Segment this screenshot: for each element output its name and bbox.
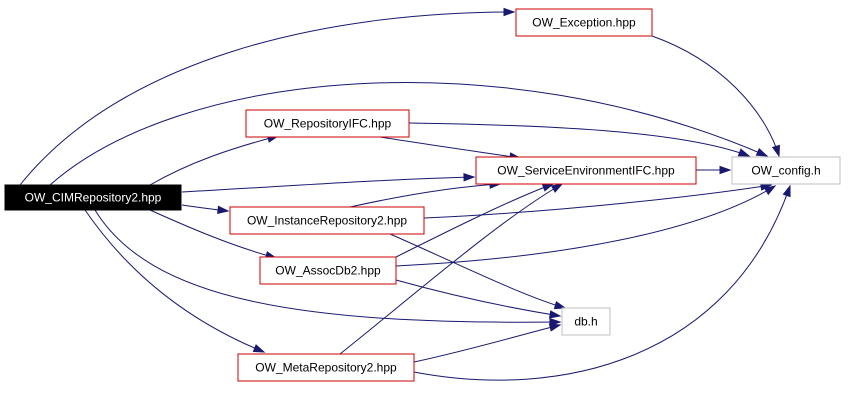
- node-label-serviceenv: OW_ServiceEnvironmentIFC.hpp: [497, 164, 675, 178]
- arrowhead-cimrepo-to-serviceenv: [463, 173, 476, 182]
- node-box-dbh: [561, 307, 611, 336]
- node-serviceenv[interactable]: OW_ServiceEnvironmentIFC.hpp: [475, 156, 697, 185]
- node-label-metarepo: OW_MetaRepository2.hpp: [255, 361, 397, 375]
- dependency-nodes: OW_CIMRepository2.hpp OW_Exception.hppOW_…: [4, 8, 841, 382]
- edge-cimrepo-to-serviceenv: [181, 176, 475, 193]
- dependency-edges: [19, 7, 791, 381]
- arrowhead-assocdb-to-config: [763, 185, 777, 196]
- arrowhead-exception-to-config: [771, 144, 780, 158]
- arrowhead-cimrepo-to-metarepo: [252, 344, 266, 353]
- node-box-instrepo: [229, 206, 425, 235]
- node-label-instrepo: OW_InstanceRepository2.hpp: [247, 214, 407, 228]
- edge-instrepo-to-dbh: [389, 233, 566, 309]
- node-dbh: db.h: [561, 307, 611, 336]
- edge-cimrepo-to-assocdb: [149, 209, 277, 259]
- edge-cimrepo-to-dbh: [94, 209, 561, 323]
- arrowhead-metarepo-to-config: [782, 184, 791, 198]
- node-label-config: OW_config.h: [751, 164, 820, 178]
- edge-assocdb-to-dbh: [395, 279, 561, 317]
- arrowhead-metarepo-to-serviceenv: [550, 183, 564, 193]
- arrowhead-assocdb-to-dbh: [548, 310, 562, 319]
- edge-cimrepo-to-repoifc: [149, 135, 279, 186]
- node-box-cimrepo: [4, 184, 182, 211]
- node-box-assocdb: [259, 256, 397, 285]
- node-instrepo[interactable]: OW_InstanceRepository2.hpp: [229, 206, 425, 235]
- node-metarepo[interactable]: OW_MetaRepository2.hpp: [237, 353, 415, 382]
- arrowhead-repoifc-to-config: [737, 148, 751, 157]
- arrowhead-cimrepo-to-config: [755, 147, 769, 157]
- node-box-config: [731, 156, 841, 185]
- edge-metarepo-to-serviceenv: [339, 183, 563, 355]
- node-label-assocdb: OW_AssocDb2.hpp: [275, 264, 381, 278]
- edge-cimrepo-to-exception: [19, 11, 515, 186]
- edge-metarepo-to-dbh: [413, 324, 561, 363]
- edge-instrepo-to-config: [423, 184, 772, 219]
- arrowhead-serviceenv-to-config: [719, 165, 732, 175]
- edge-assocdb-to-serviceenv: [395, 183, 554, 258]
- edge-exception-to-config: [651, 35, 780, 157]
- edge-repoifc-to-config: [408, 122, 750, 157]
- node-box-metarepo: [237, 353, 415, 382]
- node-label-exception: OW_Exception.hpp: [532, 16, 636, 30]
- arrowhead-cimrepo-to-instrepo: [217, 205, 230, 215]
- node-label-cimrepo: OW_CIMRepository2.hpp: [25, 191, 162, 205]
- arrowhead-cimrepo-to-exception: [503, 7, 516, 17]
- node-exception[interactable]: OW_Exception.hpp: [515, 8, 653, 37]
- node-label-repoifc: OW_RepositoryIFC.hpp: [264, 117, 392, 131]
- node-cimrepo: OW_CIMRepository2.hpp: [4, 184, 182, 211]
- node-box-exception: [515, 8, 653, 37]
- edge-metarepo-to-config: [413, 185, 791, 381]
- edge-assocdb-to-config: [395, 185, 776, 267]
- edge-instrepo-to-serviceenv: [349, 183, 501, 208]
- node-repoifc[interactable]: OW_RepositoryIFC.hpp: [245, 109, 410, 138]
- arrowhead-assocdb-to-serviceenv: [541, 183, 555, 192]
- edge-cimrepo-to-config: [49, 82, 768, 186]
- arrowhead-instrepo-to-dbh: [553, 301, 567, 310]
- node-config: OW_config.h: [731, 156, 841, 185]
- node-box-serviceenv: [475, 156, 697, 185]
- edge-repoifc-to-serviceenv: [379, 136, 521, 159]
- node-box-repoifc: [245, 109, 410, 138]
- node-label-dbh: db.h: [574, 315, 597, 329]
- arrowhead-metarepo-to-dbh: [548, 323, 562, 332]
- node-assocdb[interactable]: OW_AssocDb2.hpp: [259, 256, 397, 285]
- edge-cimrepo-to-metarepo: [84, 209, 265, 353]
